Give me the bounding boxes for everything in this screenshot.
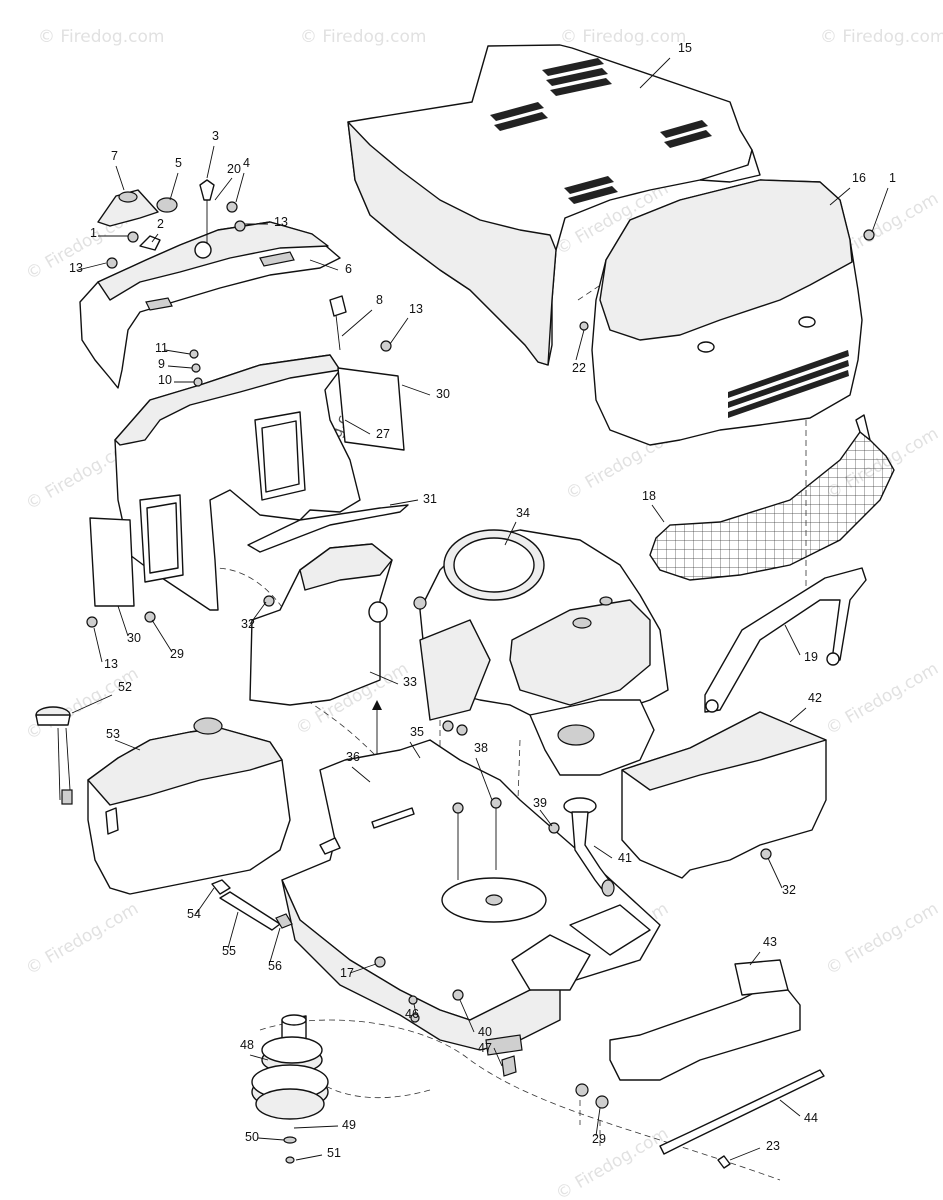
callout-49: 49 — [342, 1118, 356, 1132]
callout-5: 5 — [175, 156, 182, 170]
callout-1: 1 — [90, 226, 97, 240]
watermark-text: © Firedog.com — [820, 27, 943, 47]
chassis-frame — [281, 739, 661, 1056]
callout-13: 13 — [274, 215, 288, 229]
callout-29: 29 — [592, 1132, 606, 1146]
watermark-text: © Firedog.com — [23, 899, 142, 980]
callout-29: 29 — [170, 647, 184, 661]
callout-39: 39 — [533, 796, 547, 810]
fuel-cap-52 — [35, 706, 73, 805]
rear-brackets — [575, 959, 825, 1169]
callout-2: 2 — [157, 217, 164, 231]
callout-31: 31 — [423, 492, 437, 506]
callout-55: 55 — [222, 944, 236, 958]
pulley-48 — [251, 1014, 329, 1164]
hood-bracket — [704, 567, 867, 713]
engine-34 — [413, 529, 669, 776]
watermark-text: © Firedog.com — [300, 27, 426, 47]
watermark-text: © Firedog.com — [823, 659, 942, 740]
watermark-text: © Firedog.com — [23, 664, 142, 745]
callout-18: 18 — [642, 489, 656, 503]
callout-54: 54 — [187, 907, 201, 921]
grille-screen — [649, 414, 895, 581]
fuel-line-parts — [211, 879, 293, 931]
callout-3: 3 — [212, 129, 219, 143]
callout-53: 53 — [106, 727, 120, 741]
callout-19: 19 — [804, 650, 818, 664]
callout-17: 17 — [340, 966, 354, 980]
callout-56: 56 — [268, 959, 282, 973]
callout-22: 22 — [572, 361, 586, 375]
callout-4: 4 — [243, 156, 250, 170]
leader-lines — [71, 57, 889, 1161]
decal-plates-30 — [89, 367, 405, 607]
callout-13: 13 — [409, 302, 423, 316]
bolts-38-39-40 — [408, 797, 560, 1077]
watermark-text: © Firedog.com — [38, 27, 164, 47]
watermark-text: © Firedog.com — [553, 1124, 672, 1200]
hood-pan — [347, 44, 761, 366]
callout-35: 35 — [410, 725, 424, 739]
callout-44: 44 — [804, 1111, 818, 1125]
callout-46: 46 — [405, 1007, 419, 1021]
callout-30: 30 — [436, 387, 450, 401]
callout-41: 41 — [618, 851, 632, 865]
callout-6: 6 — [345, 262, 352, 276]
callout-40: 40 — [478, 1025, 492, 1039]
callout-11: 11 — [155, 341, 168, 355]
callout-13: 13 — [69, 261, 83, 275]
watermark-text: © Firedog.com — [823, 899, 942, 980]
shield-panel-33 — [249, 543, 393, 706]
callout-30: 30 — [127, 631, 141, 645]
callout-16: 16 — [852, 171, 866, 185]
callout-7: 7 — [111, 149, 118, 163]
callout-47: 47 — [478, 1041, 492, 1055]
dash-small-parts — [97, 179, 215, 259]
callout-52: 52 — [118, 680, 132, 694]
callout-15: 15 — [678, 41, 692, 55]
callout-43: 43 — [763, 935, 777, 949]
bracket-rail-31 — [247, 504, 409, 553]
callout-23: 23 — [766, 1139, 780, 1153]
callout-42: 42 — [808, 691, 822, 705]
callout-9: 9 — [158, 357, 165, 371]
shield-42 — [621, 711, 827, 879]
callout-13: 13 — [104, 657, 118, 671]
callout-50: 50 — [245, 1130, 259, 1144]
callout-34: 34 — [516, 506, 530, 520]
callout-1: 1 — [889, 171, 896, 185]
callout-32: 32 — [241, 617, 255, 631]
callout-38: 38 — [474, 741, 488, 755]
dash-panel-6 — [79, 221, 341, 389]
exhaust-pipe-41 — [563, 797, 615, 897]
callout-20: 20 — [227, 162, 241, 176]
callout-36: 36 — [346, 750, 360, 764]
callout-33: 33 — [403, 675, 417, 689]
dash-body-27 — [114, 354, 361, 611]
callout-8: 8 — [376, 293, 383, 307]
hood-cover — [591, 179, 863, 446]
callout-48: 48 — [240, 1038, 254, 1052]
callout-27: 27 — [376, 427, 390, 441]
watermark-text: © Firedog.com — [560, 27, 686, 47]
fuel-tank-53 — [87, 717, 291, 895]
frame-bolts — [374, 956, 420, 1023]
callout-51: 51 — [327, 1146, 341, 1160]
callout-32: 32 — [782, 883, 796, 897]
callout-10: 10 — [158, 373, 172, 387]
